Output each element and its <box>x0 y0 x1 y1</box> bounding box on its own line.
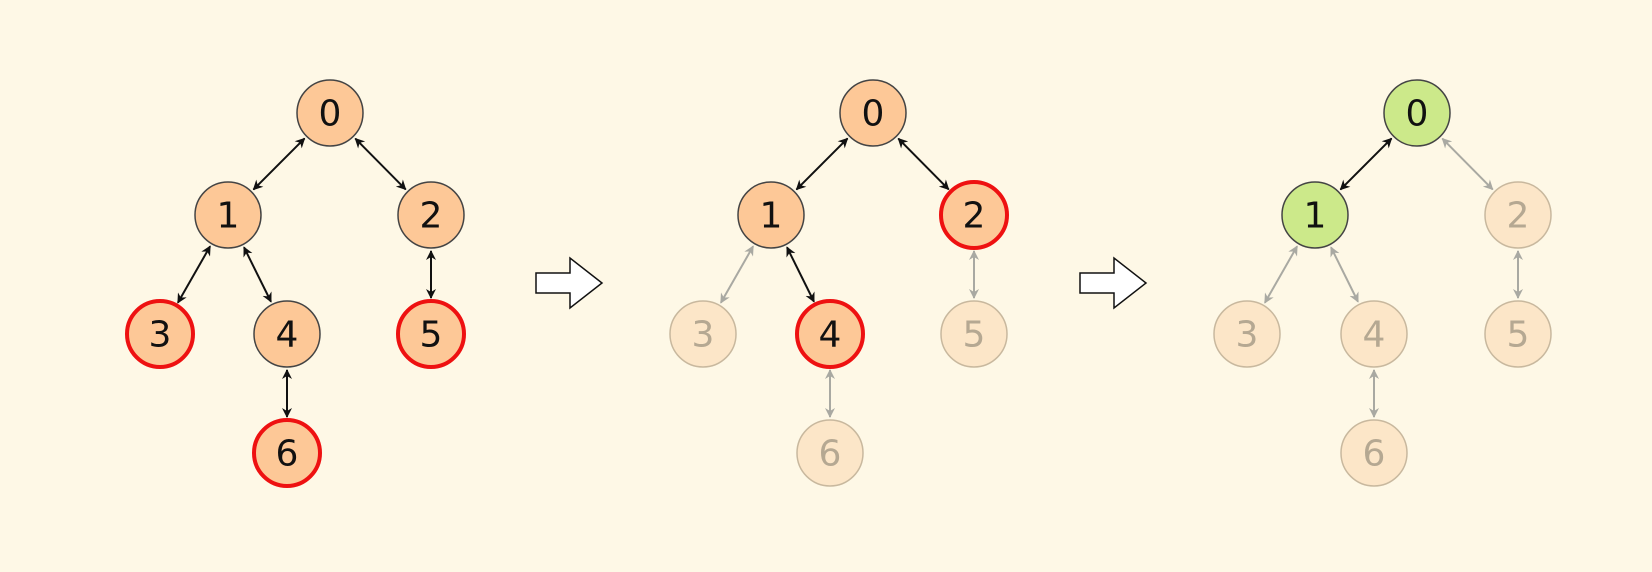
node-circle <box>194 181 262 249</box>
node-circle <box>1281 181 1349 249</box>
node-circle <box>737 181 805 249</box>
node-0: 0 <box>839 79 907 147</box>
node-circle <box>940 300 1008 368</box>
node-4: 4 <box>253 300 321 368</box>
node-circle <box>1484 181 1552 249</box>
node-circle <box>252 418 322 488</box>
node-2: 2 <box>397 181 465 249</box>
node-label: 3 <box>1236 315 1259 356</box>
node-circle <box>1383 79 1451 147</box>
node-2: 2 <box>939 180 1009 250</box>
node-5: 5 <box>940 300 1008 368</box>
node-circle <box>296 79 364 147</box>
node-label: 4 <box>276 315 299 356</box>
node-label: 1 <box>760 196 783 237</box>
edge-0-2 <box>1441 137 1494 191</box>
node-3: 3 <box>1213 300 1281 368</box>
node-circle <box>125 299 195 369</box>
node-6: 6 <box>1340 419 1408 487</box>
node-4: 4 <box>1340 300 1408 368</box>
edge-1-3 <box>719 245 755 304</box>
node-circle <box>939 180 1009 250</box>
node-6: 6 <box>796 419 864 487</box>
node-label: 0 <box>862 94 885 135</box>
node-0: 0 <box>296 79 364 147</box>
node-label: 0 <box>319 94 342 135</box>
node-5: 5 <box>396 299 466 369</box>
edge-0-2 <box>897 137 950 191</box>
edge-0-2 <box>354 137 407 191</box>
node-5: 5 <box>1484 300 1552 368</box>
node-label: 2 <box>1507 196 1530 237</box>
edges-layer <box>176 137 1523 418</box>
node-circle <box>253 300 321 368</box>
edge-0-1 <box>1339 137 1393 191</box>
node-circle <box>1340 419 1408 487</box>
node-label: 1 <box>1304 196 1327 237</box>
node-circle <box>1484 300 1552 368</box>
edge-1-3 <box>1263 245 1299 304</box>
node-label: 3 <box>149 315 172 356</box>
edge-0-1 <box>795 137 849 191</box>
node-circle <box>1340 300 1408 368</box>
edge-1-3 <box>176 245 212 304</box>
transition-arrows-layer <box>535 256 1148 310</box>
node-label: 5 <box>963 315 986 356</box>
node-label: 6 <box>819 434 842 475</box>
node-circle <box>397 181 465 249</box>
node-circle <box>1213 300 1281 368</box>
nodes-layer: 0 1 2 3 4 5 6 0 1 2 3 4 5 6 0 1 2 3 4 5 6 <box>125 79 1552 488</box>
node-label: 5 <box>420 315 443 356</box>
node-0: 0 <box>1383 79 1451 147</box>
node-circle <box>795 299 865 369</box>
node-label: 5 <box>1507 315 1530 356</box>
right-arrow-icon <box>1079 256 1148 310</box>
node-1: 1 <box>1281 181 1349 249</box>
node-6: 6 <box>252 418 322 488</box>
node-circle <box>396 299 466 369</box>
node-2: 2 <box>1484 181 1552 249</box>
node-1: 1 <box>737 181 805 249</box>
node-label: 4 <box>819 315 842 356</box>
node-1: 1 <box>194 181 262 249</box>
node-label: 4 <box>1363 315 1386 356</box>
node-label: 1 <box>217 196 240 237</box>
edge-0-1 <box>252 137 306 191</box>
edge-1-4 <box>243 246 272 303</box>
node-3: 3 <box>125 299 195 369</box>
node-circle <box>796 419 864 487</box>
node-label: 2 <box>963 196 986 237</box>
right-arrow-icon <box>535 256 604 310</box>
node-label: 2 <box>420 196 443 237</box>
edge-1-4 <box>1330 246 1359 303</box>
edge-1-4 <box>786 246 815 303</box>
node-label: 6 <box>1363 434 1386 475</box>
node-circle <box>839 79 907 147</box>
node-circle <box>669 300 737 368</box>
node-label: 0 <box>1406 94 1429 135</box>
node-3: 3 <box>669 300 737 368</box>
node-label: 3 <box>692 315 715 356</box>
node-4: 4 <box>795 299 865 369</box>
node-label: 6 <box>276 434 299 475</box>
